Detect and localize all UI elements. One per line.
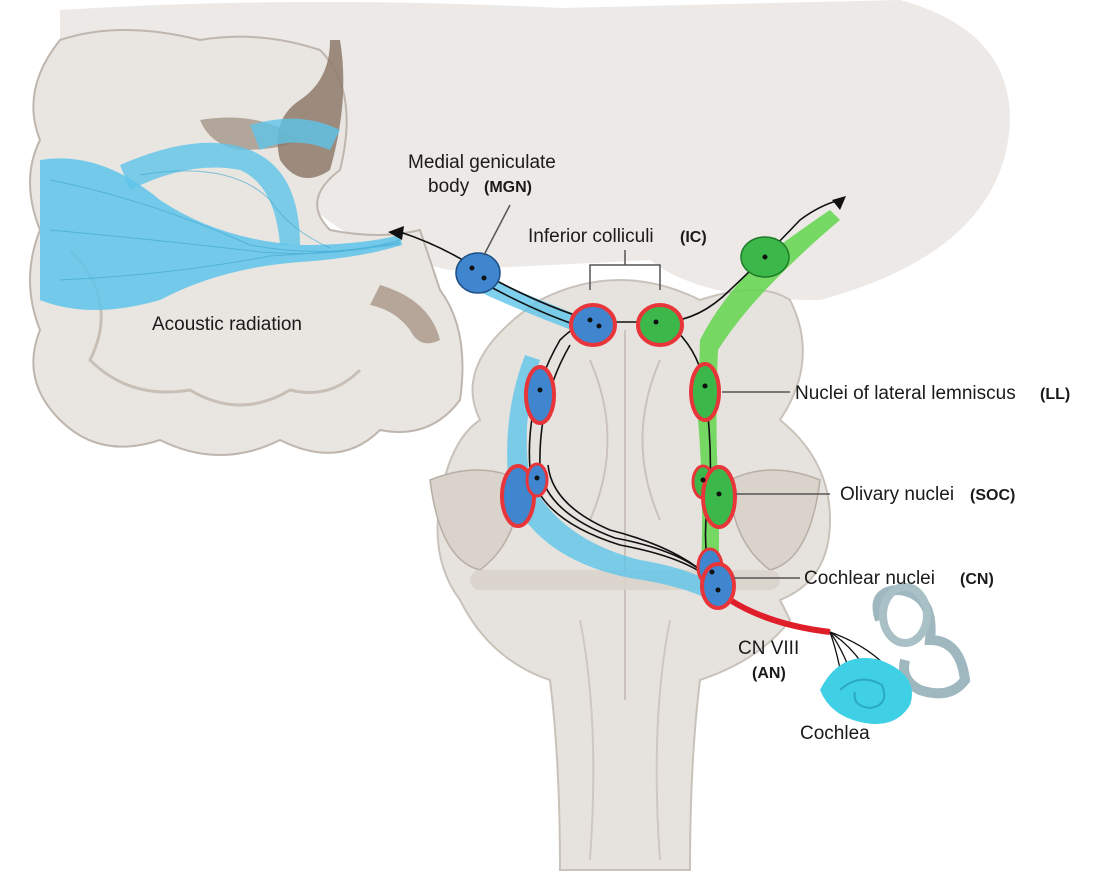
label-acoustic-radiation: Acoustic radiation: [152, 314, 302, 335]
label-ic: Inferior colliculi: [528, 226, 654, 247]
nucleus-upper-green: [741, 237, 789, 277]
label-cn-abbr: (CN): [960, 571, 994, 588]
label-cn8: CN VIII: [738, 638, 799, 659]
label-soc: Olivary nuclei: [840, 484, 954, 505]
label-ic-abbr: (IC): [680, 229, 707, 246]
label-soc-abbr: (SOC): [970, 487, 1015, 504]
nucleus-ll-right: [691, 364, 719, 420]
label-mgn-line2: body: [428, 176, 470, 197]
label-cochlea: Cochlea: [800, 723, 870, 744]
nucleus-ic-right: [638, 305, 682, 345]
label-cn: Cochlear nuclei: [804, 568, 935, 589]
nucleus-ll-left: [526, 367, 554, 423]
nucleus-mgn: [456, 253, 500, 293]
label-mgn-abbr: (MGN): [484, 179, 532, 196]
cochlea-shape: [820, 658, 912, 724]
label-mgn-line1: Medial geniculate: [408, 152, 556, 173]
label-an-abbr: (AN): [752, 665, 786, 682]
nucleus-ic-left: [571, 305, 615, 345]
inner-ear: [820, 587, 965, 724]
label-ll: Nuclei of lateral lemniscus: [795, 383, 1016, 404]
label-ll-abbr: (LL): [1040, 386, 1070, 403]
